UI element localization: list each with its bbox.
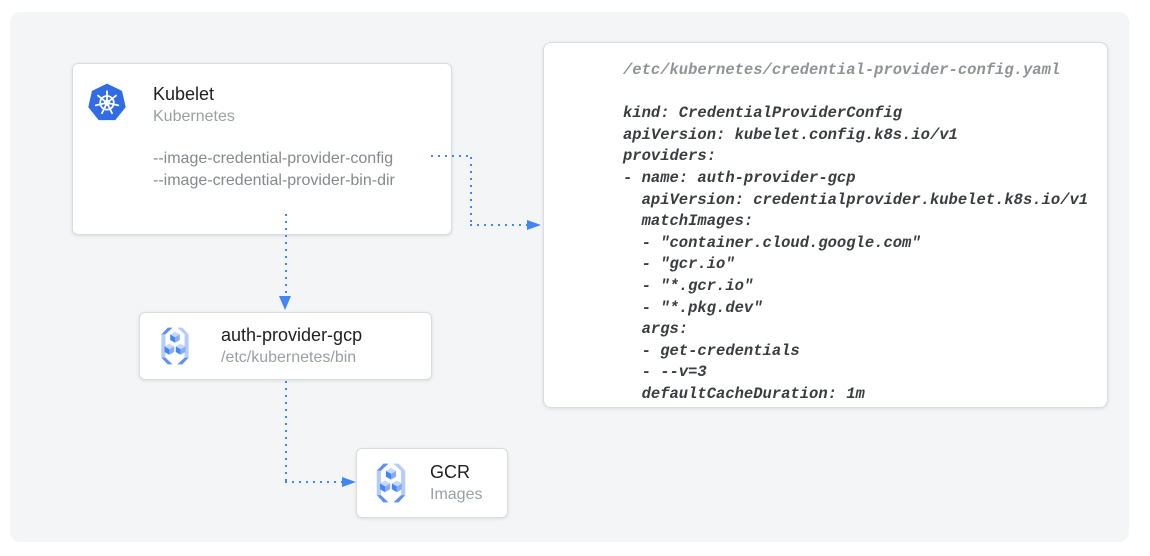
arrowhead-to-gcr — [342, 477, 356, 487]
auth-provider-gcp-node: auth-provider-gcp /etc/kubernetes/bin — [139, 312, 432, 380]
container-registry-icon — [376, 463, 406, 503]
code-line: - --v=3 — [623, 363, 707, 382]
arrow-auth-to-gcr-v — [285, 381, 287, 481]
gcr-subtitle: Images — [430, 486, 483, 503]
code-line: providers: — [623, 147, 717, 166]
gcr-title: GCR — [430, 462, 470, 482]
code-line: - "gcr.io" — [623, 255, 735, 274]
code-line: defaultCacheDuration: 1m — [623, 384, 865, 403]
arrow-kubelet-to-auth-v — [285, 214, 287, 296]
config-file-path: /etc/kubernetes/credential-provider-conf… — [623, 61, 1061, 79]
kubelet-flags: --image-credential-provider-config --ima… — [153, 148, 395, 192]
code-line: - "*.pkg.dev" — [623, 298, 763, 317]
code-line: matchImages: — [623, 212, 754, 231]
auth-provider-subtitle: /etc/kubernetes/bin — [221, 349, 357, 366]
config-panel: /etc/kubernetes/credential-provider-conf… — [543, 42, 1108, 408]
code-line: kind: CredentialProviderConfig — [623, 104, 903, 123]
kubelet-subtitle: Kubernetes — [153, 108, 235, 125]
kubernetes-icon — [88, 83, 126, 121]
auth-provider-title: auth-provider-gcp — [221, 325, 363, 345]
code-line: - "container.cloud.google.com" — [623, 233, 921, 252]
code-line: - get-credentials — [623, 341, 800, 360]
code-line: - "*.gcr.io" — [623, 276, 754, 295]
flag-credential-provider-config: --image-credential-provider-config — [153, 150, 394, 167]
code-line: - name: auth-provider-gcp — [623, 168, 856, 187]
kubelet-title: Kubelet — [153, 84, 215, 104]
config-yaml-code: kind: CredentialProviderConfig apiVersio… — [623, 103, 1107, 405]
arrow-flag-to-config-h1 — [431, 155, 472, 157]
arrow-flag-to-config-h2 — [470, 224, 527, 226]
arrowhead-to-config-panel — [527, 220, 541, 230]
arrowhead-to-auth-provider — [279, 296, 291, 310]
code-line: args: — [623, 320, 689, 339]
code-line: apiVersion: credentialprovider.kubelet.k… — [623, 190, 1089, 209]
arrow-auth-to-gcr-h — [285, 481, 342, 483]
arrow-flag-to-config-v — [470, 157, 472, 225]
flag-credential-provider-bin-dir: --image-credential-provider-bin-dir — [153, 172, 395, 189]
gcr-node: GCR Images — [356, 448, 508, 518]
code-line: apiVersion: kubelet.config.k8s.io/v1 — [623, 125, 958, 144]
container-registry-icon — [161, 327, 189, 365]
kubelet-node: Kubelet Kubernetes --image-credential-pr… — [72, 63, 452, 235]
